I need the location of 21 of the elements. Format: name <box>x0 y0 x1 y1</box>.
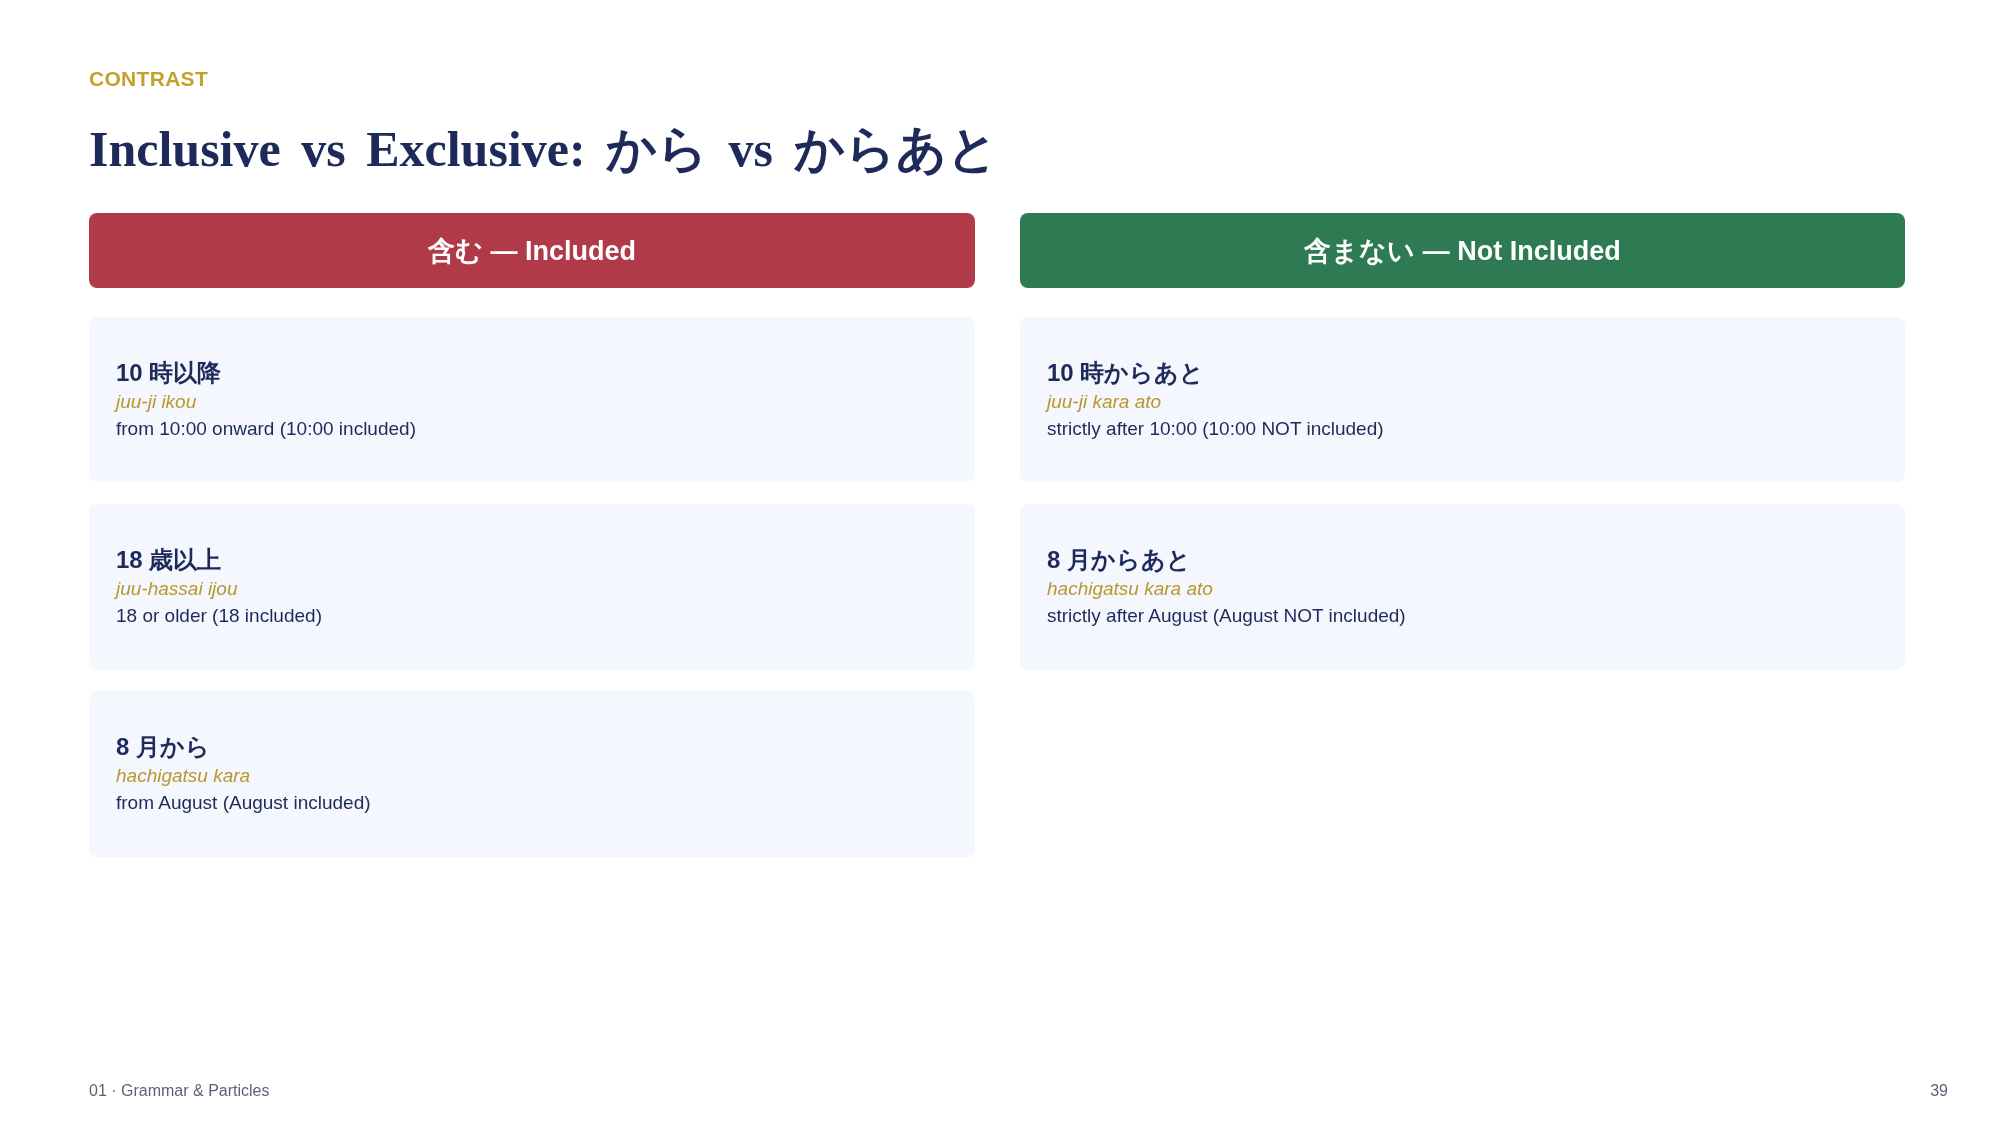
page-number: 39 <box>1930 1081 1948 1101</box>
romaji-reading: juu-ji ikou <box>116 389 197 414</box>
footer-text: 01 · Grammar & Particles <box>89 1081 270 1101</box>
romaji-reading: juu-hassai ijou <box>116 577 238 601</box>
meaning-text: strictly after August (August NOT included) <box>1047 604 1406 628</box>
column-header: 含む — Included <box>89 213 975 288</box>
column-header: 含まない — Not Included <box>1020 213 1905 288</box>
term-heading: 10 時からあと <box>1047 357 1205 388</box>
romaji-reading: juu-ji kara ato <box>1047 389 1162 414</box>
meaning-text: from 10:00 onward (10:00 included) <box>116 416 416 441</box>
meaning-text: from August (August included) <box>116 791 371 815</box>
meaning-text: strictly after 10:00 (10:00 NOT included) <box>1047 416 1384 441</box>
term-heading: 8 月から <box>116 732 210 762</box>
slide-title: Inclusive vs Exclusive: から vs からあと <box>89 120 998 179</box>
term-heading: 10 時以降 <box>116 357 222 388</box>
category-label: CONTRAST <box>89 66 209 92</box>
romaji-reading: hachigatsu kara <box>116 764 251 788</box>
term-heading: 8 月からあと <box>1047 545 1191 575</box>
romaji-reading: hachigatsu kara ato <box>1047 577 1213 601</box>
term-heading: 18 歳以上 <box>116 545 222 575</box>
meaning-text: 18 or older (18 included) <box>116 604 322 628</box>
